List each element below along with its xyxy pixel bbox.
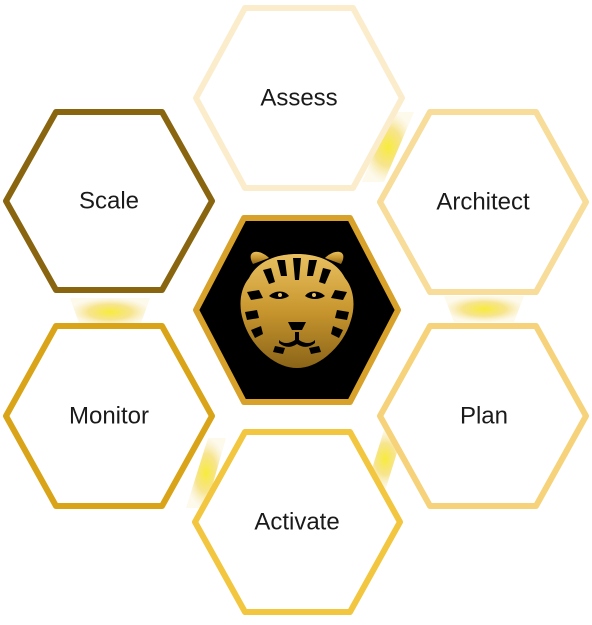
stage-label-activate: Activate [254,509,339,536]
hex-border [3,109,215,293]
hex-stage-assess: Assess [193,5,405,191]
connector-architect-plan [444,296,524,322]
hex-stage-monitor: Monitor [3,323,215,509]
connector-assess-architect [362,112,414,182]
hex-stage-architect: Architect [377,109,589,295]
stage-label-scale: Scale [79,188,139,215]
hex-stage-activate: Activate [192,429,403,615]
stage-label-architect: Architect [436,189,530,216]
center-hex [193,215,401,405]
hex-stage-scale: Scale [3,109,215,293]
hex-border [3,323,215,509]
hex-border [377,109,589,295]
hex-border [377,323,589,509]
connector-monitor-scale [70,298,150,326]
tiger-head-icon [240,251,354,368]
hex-stage-plan: Plan [377,323,589,509]
stage-label-assess: Assess [260,85,337,112]
stage-label-plan: Plan [460,403,508,430]
hex-border [192,429,403,615]
connector-activate-monitor [186,438,226,508]
stage-label-monitor: Monitor [69,403,149,430]
hex-border [193,5,405,191]
